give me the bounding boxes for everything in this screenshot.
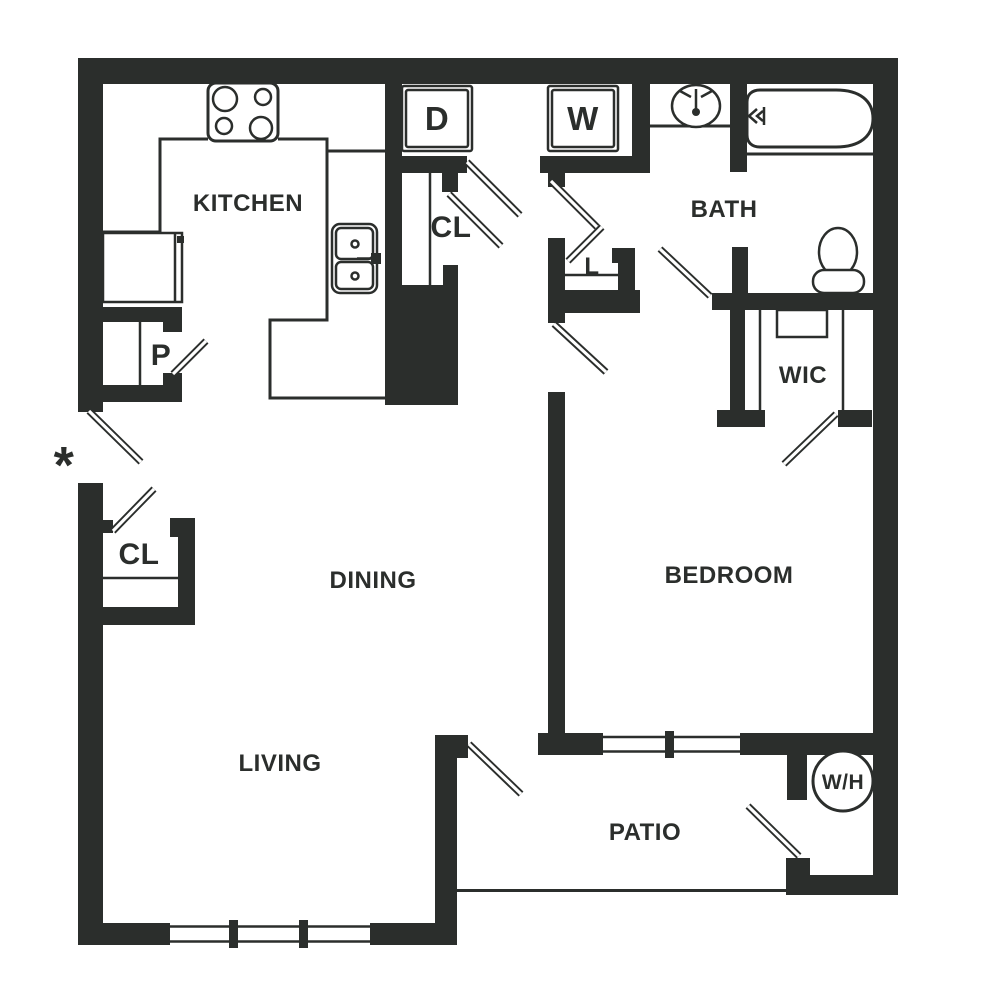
room-label-wic: WIC	[779, 362, 827, 389]
entry-marker: *	[54, 437, 75, 495]
room-label-bath: BATH	[691, 196, 758, 223]
kitchen-sink-icon	[330, 222, 381, 295]
living-patio-door-swing	[466, 741, 524, 797]
hall-closet-door-swing	[446, 191, 504, 249]
toilet-icon	[811, 226, 866, 295]
pantry-door-swing	[170, 338, 209, 377]
bedroom-window	[603, 731, 740, 758]
room-label-linen: L	[584, 253, 599, 280]
patio-gate-door-swing	[745, 803, 802, 859]
door-swings	[86, 159, 839, 859]
appliance-label-washer: W	[567, 100, 599, 137]
laundry-washer-door-swing	[548, 178, 600, 230]
entry-closet-door-swing	[110, 486, 157, 534]
room-label-dining: DINING	[330, 567, 417, 594]
appliance-label-water-heater: W/H	[822, 771, 864, 794]
bedroom-door-swing	[551, 321, 609, 375]
dryer-icon	[400, 84, 474, 153]
shower-valve-icon	[747, 107, 766, 125]
room-label-hall-closet: CL	[431, 211, 472, 244]
laundry-dryer-door-swing	[464, 159, 523, 218]
stove-icon	[206, 81, 280, 143]
room-label-kitchen: KITCHEN	[193, 190, 303, 217]
room-label-pantry: P	[151, 339, 172, 372]
washer-icon	[546, 84, 620, 153]
bathtub-icon	[745, 88, 875, 149]
closet-shelf-lines	[102, 173, 845, 580]
kitchen-counter-lines	[103, 137, 385, 400]
room-label-living: LIVING	[238, 750, 321, 777]
water-heater-icon	[811, 749, 875, 813]
room-label-patio: PATIO	[609, 819, 681, 846]
bath-sink-icon	[670, 83, 722, 129]
linen-closet-door-swing	[565, 224, 605, 264]
refrigerator-icon	[101, 231, 184, 304]
room-label-bedroom: BEDROOM	[665, 562, 794, 589]
entry-door-swing	[86, 408, 144, 465]
appliance-label-dryer: D	[425, 100, 449, 137]
room-label-entry-closet: CL	[119, 538, 160, 571]
wic-door-swing	[781, 411, 839, 467]
walls	[78, 58, 898, 945]
bath-door-swing	[657, 246, 713, 299]
living-window	[170, 920, 370, 948]
